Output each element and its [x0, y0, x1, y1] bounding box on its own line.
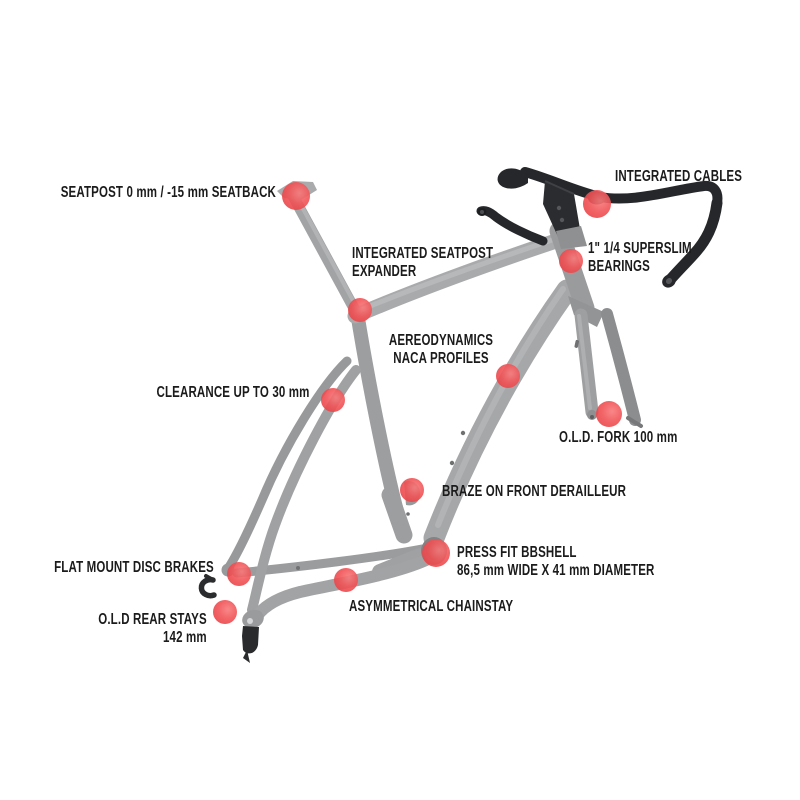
callout-line: O.L.D. FORK 100 mm — [559, 429, 678, 446]
rear-dropout — [242, 609, 264, 629]
callout-label-superslim-bearings: 1" 1/4 SUPERSLIM BEARINGS — [588, 240, 692, 276]
flat-mount-caliper-icon — [198, 576, 217, 599]
callout-label-aerodynamics: AEREODYNAMICS NACA PROFILES — [369, 332, 513, 368]
marker-press-fit[interactable] — [422, 539, 450, 567]
callout-line: BEARINGS — [588, 258, 650, 275]
callout-label-flat-mount: FLAT MOUNT DISC BRAKES — [54, 559, 214, 577]
marker-fork[interactable] — [596, 401, 622, 427]
callout-line: O.L.D REAR STAYS — [98, 611, 207, 628]
callout-line: FLAT MOUNT DISC BRAKES — [54, 559, 214, 576]
callout-label-integrated-cables: INTEGRATED CABLES — [615, 168, 742, 186]
callout-label-clearance: CLEARANCE UP TO 30 mm — [157, 384, 310, 402]
rear-triangle-near — [242, 365, 447, 663]
callout-line: 142 mm — [163, 629, 207, 646]
callout-label-seatpost: SEATPOST 0 mm / -15 mm SEATBACK — [61, 184, 276, 202]
callout-line: 86,5 mm WIDE X 41 mm DIAMETER — [457, 562, 655, 579]
callout-label-seatpost-expander: INTEGRATED SEATPOST EXPANDER — [352, 245, 493, 281]
callout-label-braze-on: BRAZE ON FRONT DERAILLEUR — [442, 483, 626, 501]
callout-line: INTEGRATED CABLES — [615, 168, 743, 185]
fork — [549, 221, 643, 428]
callout-line: AEREODYNAMICS — [388, 332, 494, 349]
derailleur-hanger-icon — [242, 626, 259, 663]
marker-aerodynamics[interactable] — [496, 364, 520, 388]
marker-seatpost-expander[interactable] — [348, 298, 372, 322]
callout-line: EXPANDER — [352, 263, 417, 280]
callout-line: ASYMMETRICAL CHAINSTAY — [349, 598, 514, 615]
stem — [543, 181, 580, 239]
callout-line: NACA PROFILES — [393, 350, 489, 367]
marker-integrated-cables[interactable] — [583, 190, 611, 218]
callout-line: PRESS FIT BBSHELL — [457, 544, 577, 561]
marker-braze-on[interactable] — [400, 478, 424, 502]
callout-label-fork: O.L.D. FORK 100 mm — [559, 429, 677, 447]
callout-line: CLEARANCE UP TO 30 mm — [156, 384, 310, 401]
marker-flat-mount[interactable] — [227, 562, 251, 586]
callout-line: INTEGRATED SEATPOST — [352, 245, 494, 262]
marker-clearance[interactable] — [321, 388, 345, 412]
headset-spacer — [556, 226, 587, 249]
marker-superslim-bearings[interactable] — [559, 249, 583, 273]
callout-label-press-fit: PRESS FIT BBSHELL 86,5 mm WIDE X 41 mm D… — [457, 544, 655, 580]
marker-seatpost[interactable] — [282, 182, 310, 210]
marker-chainstay[interactable] — [334, 568, 358, 592]
callout-label-chainstay: ASYMMETRICAL CHAINSTAY — [349, 598, 513, 616]
callout-label-rear-stays: O.L.D REAR STAYS 142 mm — [98, 611, 207, 647]
callout-line: 1" 1/4 SUPERSLIM — [588, 240, 692, 257]
marker-rear-stays[interactable] — [213, 600, 237, 624]
callout-line: BRAZE ON FRONT DERAILLEUR — [442, 483, 627, 500]
callout-line: SEATPOST 0 mm / -15 mm SEATBACK — [60, 184, 276, 201]
frame-bolts — [296, 430, 466, 570]
brake-hood — [497, 168, 528, 189]
